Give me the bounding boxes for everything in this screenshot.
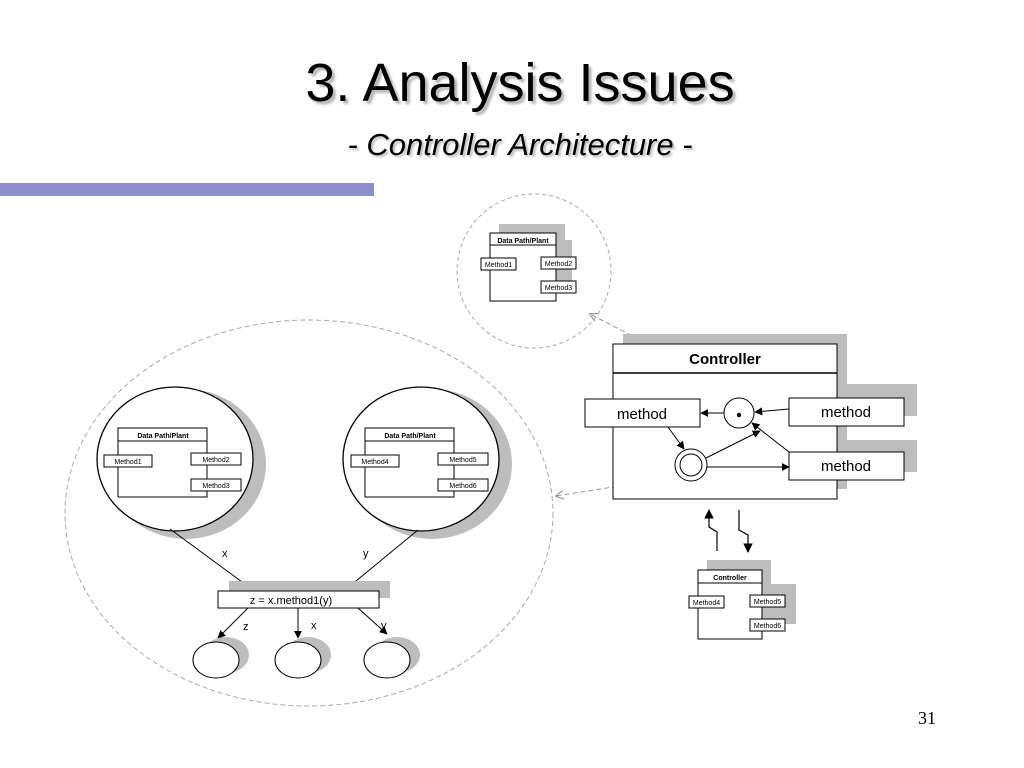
x-output-label: x — [311, 620, 317, 632]
left-method-to-final-arrow — [667, 426, 685, 450]
expression-text: z = x.method1(y) — [250, 595, 332, 607]
x-input-label: x — [222, 548, 228, 560]
small-controller-method4-box — [688, 595, 725, 609]
left-module-group: Data Path/Plant Method1 Method2 Method3 — [96, 386, 266, 539]
left-module-method3: Method3 — [202, 483, 229, 490]
signal-down-arrow — [738, 510, 753, 553]
final-to-state-arrow — [705, 430, 761, 459]
left-module-method1-box — [103, 454, 153, 468]
top-module-method1-box — [480, 257, 517, 271]
controller-right-bottom-method: method — [821, 458, 871, 475]
accent-bar — [0, 183, 374, 196]
z-output-label: z — [243, 621, 249, 633]
top-module-title: Data Path/Plant — [497, 238, 549, 245]
controller-group: Controller method method method — [584, 334, 917, 500]
controller-title: Controller — [689, 351, 761, 368]
right-module-method4-box — [350, 454, 400, 468]
y-node — [363, 641, 411, 679]
x-input-arrow — [169, 528, 254, 591]
left-module-method1: Method1 — [114, 459, 141, 466]
left-module-method2: Method2 — [202, 457, 229, 464]
left-module-method3-box — [190, 478, 242, 492]
controller-right-top-method-box — [788, 397, 905, 427]
top-module-method3-box — [540, 280, 577, 294]
right-module-method5: Method5 — [449, 457, 476, 464]
top-module-method1: Method1 — [485, 262, 512, 269]
right-module-method6: Method6 — [449, 483, 476, 490]
right-module-method4: Method4 — [361, 459, 388, 466]
x-node — [274, 641, 322, 679]
right-module-method6-box — [437, 478, 489, 492]
page-number: 31 — [918, 708, 936, 728]
controller-left-method: method — [617, 406, 667, 423]
small-controller-title: Controller — [713, 575, 747, 582]
y-input-label: y — [363, 548, 369, 560]
slide-subtitle: - Controller Architecture - — [347, 127, 693, 162]
behavior-boundary — [64, 319, 554, 707]
y-output-label: y — [381, 620, 387, 632]
signal-up-arrow — [704, 509, 718, 551]
left-module-title: Data Path/Plant — [137, 433, 189, 440]
right-module-group: Data Path/Plant Method4 Method5 Method6 — [342, 386, 512, 539]
small-controller-method4: Method4 — [693, 600, 720, 607]
top-module-group: Data Path/Plant Method1 Method2 Method3 — [456, 193, 612, 349]
z-node — [192, 641, 240, 679]
top-module-method2-box — [540, 256, 577, 270]
controller-right-bottom-method-box — [788, 451, 905, 481]
expression-group: x y z = x.method1(y) z x y — [169, 528, 420, 679]
right-top-method-to-state-arrow — [754, 407, 790, 416]
right-module-method5-box — [437, 452, 489, 466]
controller-left-method-box — [584, 398, 701, 428]
top-module-method3: Method3 — [545, 285, 572, 292]
small-controller-method6-box — [749, 618, 786, 632]
final-state-inner — [679, 453, 703, 477]
controller-right-top-method: method — [821, 404, 871, 421]
y-output-arrow — [357, 607, 388, 635]
slide-title: 3. Analysis Issues — [305, 53, 735, 113]
small-controller-method6: Method6 — [754, 623, 781, 630]
small-controller-group: Controller Method4 Method5 Method6 — [688, 560, 796, 640]
small-controller-method5: Method5 — [754, 599, 781, 606]
z-output-arrow — [217, 607, 249, 639]
left-module-method2-box — [190, 452, 242, 466]
y-input-arrow — [344, 529, 419, 591]
right-bottom-to-state-arrow — [751, 422, 790, 453]
small-controller-method5-box — [749, 594, 786, 608]
right-module-title: Data Path/Plant — [384, 433, 436, 440]
initial-state-dot — [736, 412, 742, 418]
top-module-boundary — [456, 193, 612, 349]
top-module-method2: Method2 — [545, 261, 572, 268]
